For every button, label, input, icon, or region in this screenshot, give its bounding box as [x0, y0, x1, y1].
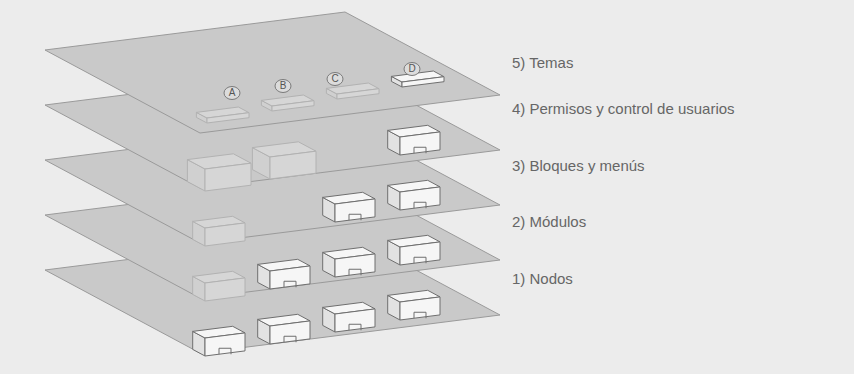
module-block — [270, 151, 316, 179]
block-notch — [414, 147, 426, 153]
module-block — [270, 266, 310, 289]
module-block — [400, 242, 440, 265]
block-notch — [219, 348, 231, 354]
layer-label: 3) Bloques y menús — [512, 158, 645, 173]
layer-label: 4) Permisos y control de usuarios — [512, 101, 735, 116]
module-block — [402, 77, 444, 87]
block-notch — [349, 214, 361, 220]
module-block — [335, 199, 375, 222]
callout-letter: B — [276, 81, 290, 91]
block-notch — [284, 281, 296, 287]
module-block — [205, 163, 251, 191]
module-block — [207, 113, 249, 123]
block-notch — [414, 312, 426, 318]
block-notch — [349, 269, 361, 275]
block-notch — [414, 202, 426, 208]
block-notch — [284, 336, 296, 342]
module-block — [272, 101, 314, 111]
letter-circle — [224, 87, 240, 100]
letter-circle — [404, 63, 420, 76]
module-block — [270, 321, 310, 344]
module-block — [335, 309, 375, 332]
letter-circle — [327, 73, 343, 86]
module-block — [205, 278, 245, 301]
module-block — [400, 187, 440, 210]
module-block — [205, 223, 245, 246]
letter-circle — [275, 80, 291, 93]
callout-letter: C — [328, 74, 342, 84]
callout-letter: D — [405, 64, 419, 74]
module-block — [335, 254, 375, 277]
callout-letter: A — [225, 88, 239, 98]
block-notch — [414, 257, 426, 263]
module-block — [205, 333, 245, 356]
layer-label: 1) Nodos — [512, 271, 573, 286]
layer-label: 5) Temas — [512, 55, 573, 70]
block-notch — [349, 324, 361, 330]
layer-plane — [45, 12, 500, 133]
module-block — [337, 89, 379, 99]
layer-label: 2) Módulos — [512, 214, 586, 229]
module-block — [400, 297, 440, 320]
module-block — [400, 132, 440, 155]
